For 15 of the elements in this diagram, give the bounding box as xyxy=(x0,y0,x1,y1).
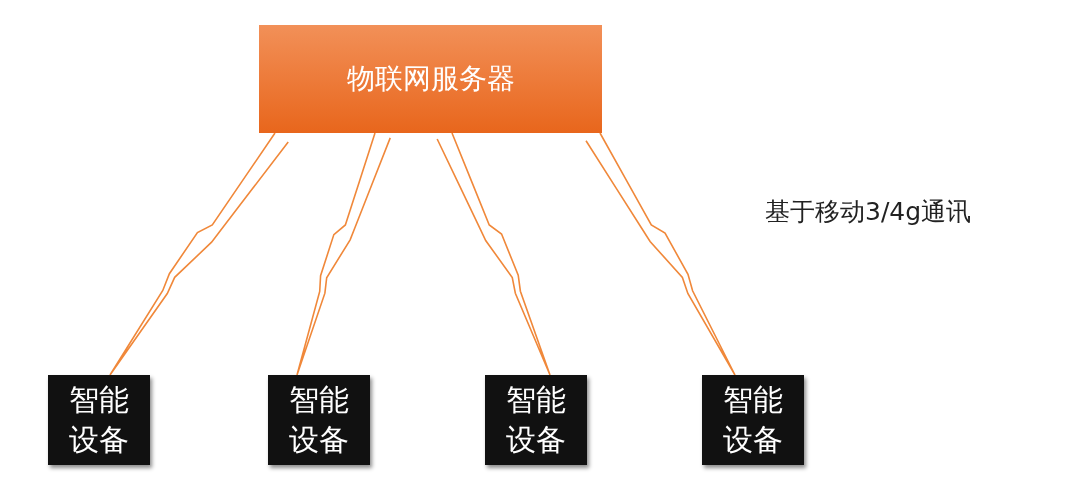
lightning-bolt-connector xyxy=(109,132,290,376)
device-box xyxy=(48,375,150,465)
device-box xyxy=(485,375,587,465)
device-label: 智能设备 xyxy=(505,381,567,459)
note-text: 基于移动3/4g通讯 xyxy=(765,196,972,228)
device-box xyxy=(268,375,370,465)
lightning-bolt-connector xyxy=(436,132,551,376)
device-label: 智能设备 xyxy=(68,381,130,459)
device-box xyxy=(702,375,804,465)
server-box xyxy=(259,25,602,133)
server-label: 物联网服务器 xyxy=(346,61,515,97)
lightning-bolt-connector xyxy=(296,132,392,376)
lightning-bolt-connector xyxy=(585,132,736,376)
device-label: 智能设备 xyxy=(722,381,784,459)
device-label: 智能设备 xyxy=(288,381,350,459)
